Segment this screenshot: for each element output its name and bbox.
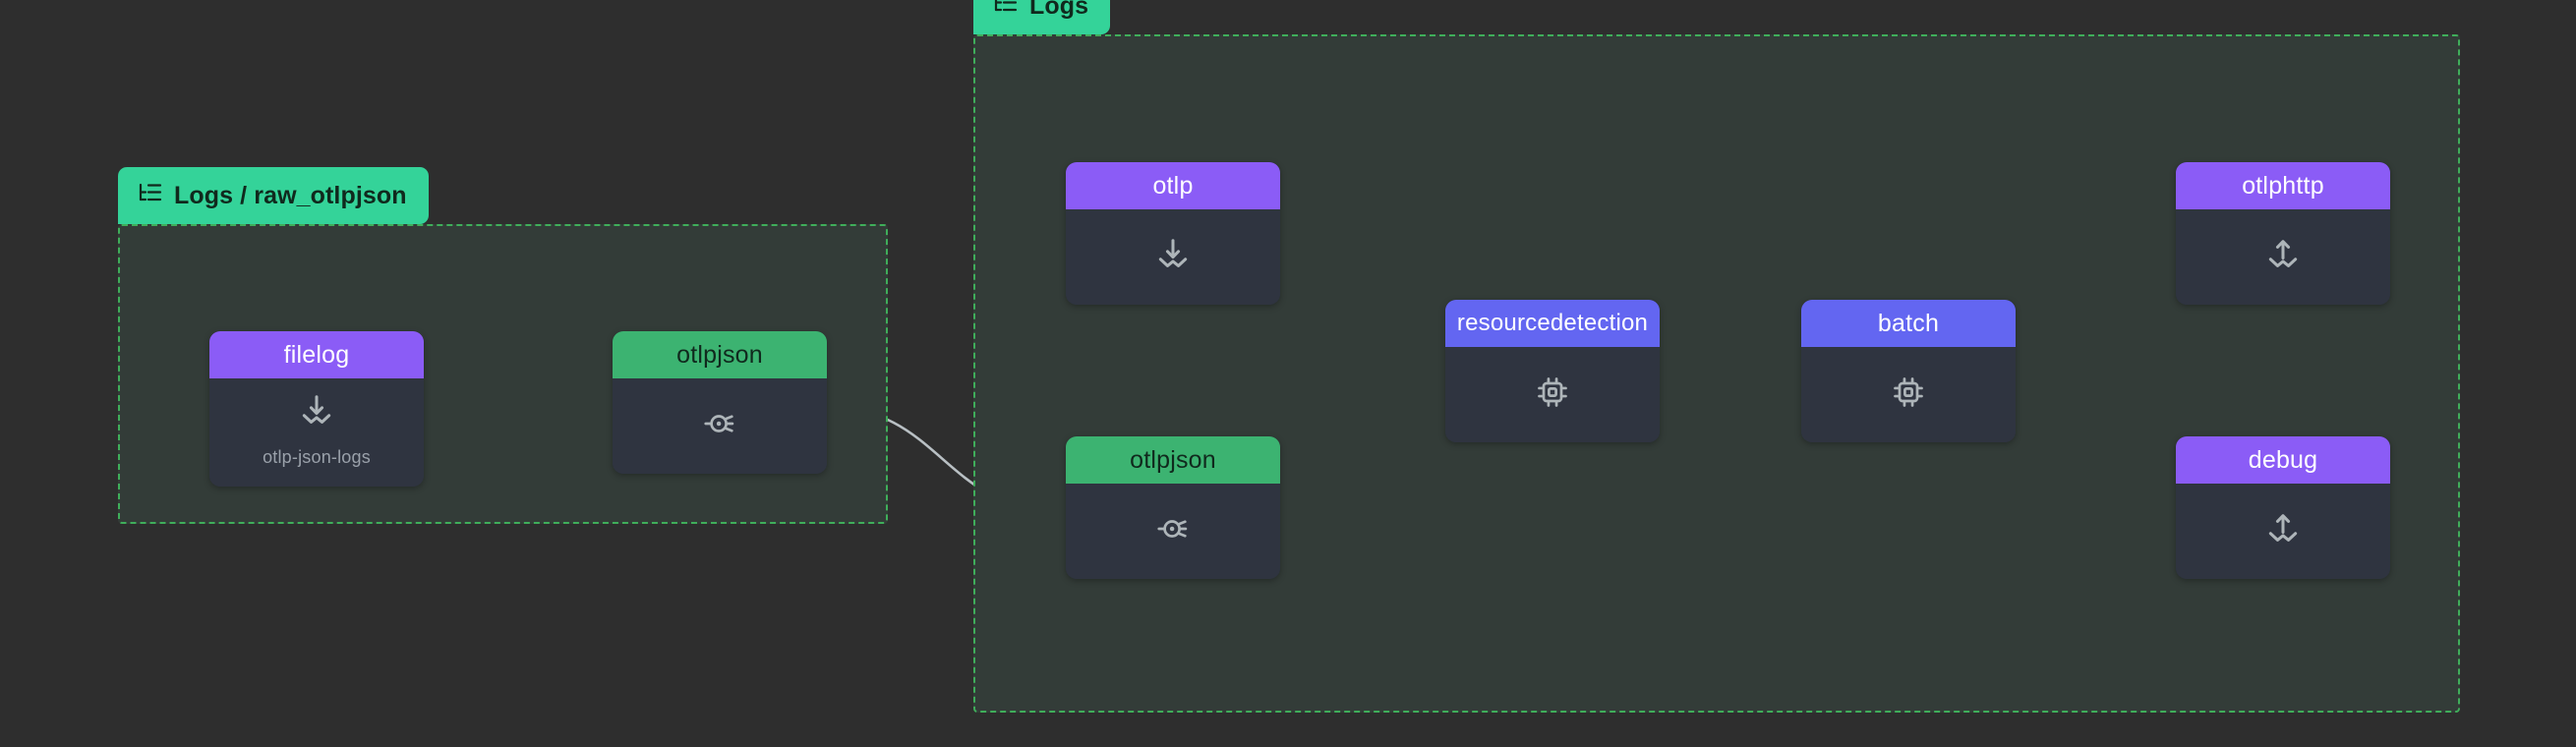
node-debug-header: debug: [2176, 436, 2390, 484]
node-otlpjson-left[interactable]: otlpjson: [613, 331, 827, 474]
export-arrow-icon: [2264, 510, 2302, 552]
node-batch-header: batch: [1801, 300, 2016, 347]
node-otlphttp-header: otlphttp: [2176, 162, 2390, 209]
chip-icon: [1535, 374, 1570, 415]
node-batch-label: batch: [1877, 309, 1940, 337]
node-resourcedetection-header: resourcedetection: [1445, 300, 1660, 347]
chip-icon: [1891, 374, 1926, 415]
node-filelog-subtitle: otlp-json-logs: [263, 446, 371, 467]
group-logs-badge[interactable]: Logs: [973, 0, 1111, 34]
export-arrow-icon: [2264, 236, 2302, 278]
node-otlpjson-left-body: [613, 378, 827, 474]
node-filelog-body: otlp-json-logs: [209, 378, 424, 487]
group-logs[interactable]: [973, 34, 2460, 713]
node-otlp-header: otlp: [1066, 162, 1280, 209]
group-raw-otlpjson-badge[interactable]: Logs / raw_otlpjson: [118, 167, 429, 224]
node-otlpjson-right-header: otlpjson: [1066, 436, 1280, 484]
node-debug-body: [2176, 484, 2390, 579]
connector-icon: [1155, 511, 1191, 551]
group-raw-otlpjson-label: Logs / raw_otlpjson: [174, 181, 407, 209]
node-otlpjson-right-body: [1066, 484, 1280, 579]
node-otlphttp-body: [2176, 209, 2390, 305]
node-resourcedetection-label: resourcedetection: [1456, 310, 1649, 336]
node-otlpjson-left-header: otlpjson: [613, 331, 827, 378]
node-otlp-body: [1066, 209, 1280, 305]
node-batch[interactable]: batch: [1801, 300, 2016, 442]
node-debug[interactable]: debug: [2176, 436, 2390, 579]
import-arrow-icon: [1154, 236, 1192, 278]
node-filelog[interactable]: filelog otlp-json-logs: [209, 331, 424, 487]
node-otlpjson-right[interactable]: otlpjson: [1066, 436, 1280, 579]
node-filelog-header: filelog: [209, 331, 424, 378]
connector-icon: [702, 406, 737, 446]
node-otlpjson-left-label: otlpjson: [676, 340, 763, 369]
node-otlp-label: otlp: [1152, 171, 1194, 200]
import-arrow-icon: [298, 392, 335, 434]
node-otlp[interactable]: otlp: [1066, 162, 1280, 305]
group-logs-label: Logs: [1029, 0, 1089, 20]
node-otlphttp[interactable]: otlphttp: [2176, 162, 2390, 305]
list-tree-icon: [993, 0, 1019, 21]
node-debug-label: debug: [2248, 445, 2318, 474]
node-batch-body: [1801, 347, 2016, 442]
node-resourcedetection-body: [1445, 347, 1660, 442]
node-otlpjson-right-label: otlpjson: [1130, 445, 1216, 474]
node-filelog-label: filelog: [283, 340, 350, 369]
node-resourcedetection[interactable]: resourcedetection: [1445, 300, 1660, 442]
list-tree-icon: [138, 182, 163, 210]
node-otlphttp-label: otlphttp: [2242, 171, 2324, 200]
